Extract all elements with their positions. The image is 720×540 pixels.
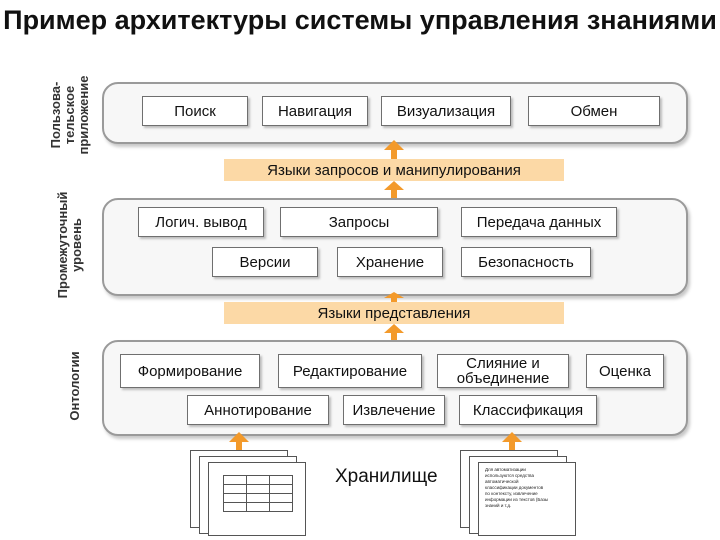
queries-box: Запросы: [280, 207, 438, 237]
representation-languages-band: Языки представления: [224, 302, 564, 324]
up-arrow-icon: [384, 140, 404, 160]
document-page: Для автоматизации используются средства …: [478, 462, 576, 536]
merge-box: Слияние и объединение: [437, 354, 569, 388]
document-text: Для автоматизации используются средства …: [485, 467, 549, 508]
exchange-box: Обмен: [528, 96, 660, 126]
data-transfer-box: Передача данных: [461, 207, 617, 237]
editing-box: Редактирование: [278, 354, 422, 388]
up-arrow-icon: [229, 432, 249, 458]
evaluation-box: Оценка: [586, 354, 664, 388]
document-page: [208, 462, 306, 536]
extraction-box: Извлечение: [343, 395, 445, 425]
annotation-box: Аннотирование: [187, 395, 329, 425]
page-title: Пример архитектуры системы управления зн…: [3, 5, 717, 35]
user-app-label: Пользова- тельское приложение: [48, 75, 91, 155]
up-arrow-icon: [384, 181, 404, 199]
document-table: [223, 475, 293, 512]
versions-box: Версии: [212, 247, 318, 277]
storage-label: Хранилище: [335, 466, 438, 487]
logic-inference-box: Логич. вывод: [138, 207, 264, 237]
up-arrow-icon: [384, 292, 404, 302]
middle-label: Промежуточный уровень: [55, 191, 84, 299]
ontologies-label: Онтологии: [67, 351, 82, 421]
formation-box: Формирование: [120, 354, 260, 388]
security-box: Безопасность: [461, 247, 591, 277]
navigation-box: Навигация: [262, 96, 368, 126]
search-box: Поиск: [142, 96, 248, 126]
query-languages-band: Языки запросов и манипулирования: [224, 159, 564, 181]
up-arrow-icon: [384, 324, 404, 342]
visualization-box: Визуализация: [381, 96, 511, 126]
up-arrow-icon: [502, 432, 522, 458]
storage-box: Хранение: [337, 247, 443, 277]
classification-box: Классификация: [459, 395, 597, 425]
